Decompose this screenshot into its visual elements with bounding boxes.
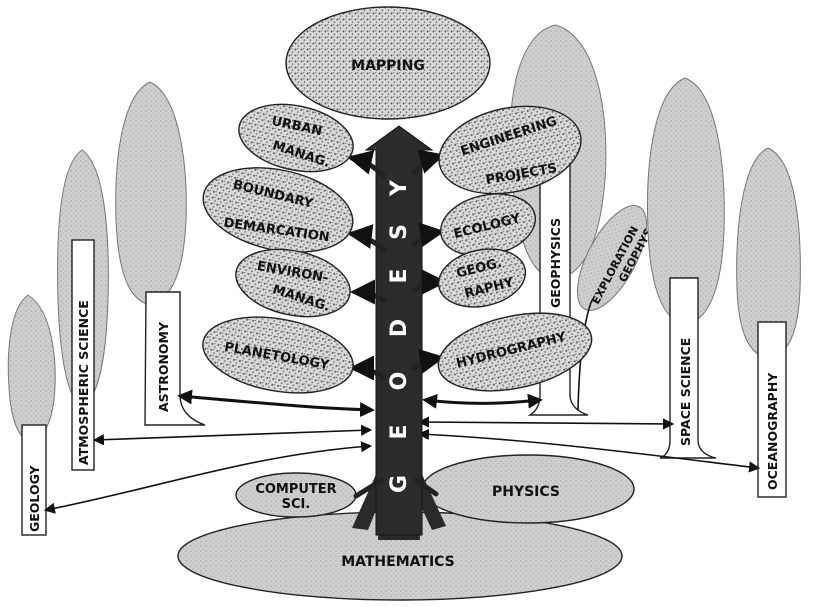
tree-atmospheric-label: ATMOSPHERIC SCIENCE: [76, 300, 91, 465]
tree-oceanography-label: OCEANOGRAPHY: [765, 372, 780, 490]
ground-mathematics: MATHEMATICS: [177, 511, 623, 601]
tree-geology-label: GEOLOGY: [27, 464, 42, 532]
urban-oval: [238, 103, 354, 173]
geodesy-letter-5: E: [387, 268, 412, 283]
mapping-label: MAPPING: [351, 58, 425, 74]
branch-engineering: [411, 149, 445, 175]
geography-oval: [437, 248, 527, 308]
arrow-geology-geodesy: [43, 441, 373, 514]
branch-hydrography: [411, 348, 445, 374]
branch-planetology: [349, 355, 387, 381]
ground-physics: PHYSICS: [421, 454, 635, 524]
canopy-mapping: MAPPING: [285, 6, 491, 120]
branch-urban: [347, 150, 387, 179]
arrow-atmospheric-geodesy: [92, 424, 373, 446]
tree-astronomy-trunk: [144, 291, 206, 426]
canopy-planetology: PLANETOLOGY: [202, 316, 354, 394]
geodesy-letter-1: G: [387, 475, 412, 493]
boundary-oval: [202, 167, 354, 253]
branch-boundary: [347, 224, 387, 253]
planetology-oval: [202, 316, 354, 394]
tree-astronomy-crown: [115, 81, 187, 306]
tree-astronomy: ASTRONOMY: [115, 81, 206, 426]
arrow-space-geodesy: [417, 416, 675, 430]
tree-geology-crown: [7, 294, 56, 441]
canopy-urban-management: URBAN MANAG.: [238, 103, 354, 173]
hydrography-oval: [437, 312, 593, 392]
tree-oceanography-trunk: [757, 321, 787, 498]
geodesy-letter-3: O: [387, 372, 412, 391]
connection-arrows: [43, 389, 761, 514]
canopy-engineering-projects: ENGINEERING PROJECTS: [438, 105, 582, 195]
branch-bottom-right: [413, 477, 439, 497]
ground-computer-science: COMPUTER SCI.: [235, 472, 357, 518]
tree-geophysics-label: GEOPHYSICS: [548, 218, 563, 308]
canopy-environ-management: ENVIRON- MANAG.: [235, 248, 351, 318]
geodesy-letter-4: D: [387, 319, 412, 337]
arrow-geophysics-geodesy: [422, 393, 543, 409]
canopy-geography: GEOG. RAPHY: [437, 248, 527, 308]
engineering-oval: [438, 105, 582, 195]
tree-space-label: SPACE SCIENCE: [678, 338, 693, 446]
computer-label-1: COMPUTER: [255, 482, 336, 497]
physics-label: PHYSICS: [492, 484, 560, 500]
mapping-oval: [285, 6, 491, 120]
tree-geology-trunk: [21, 424, 47, 536]
geodesy-trunk-group: G E O D E S Y: [347, 125, 447, 540]
branch-environ: [350, 279, 387, 305]
geodesy-letter-6: S: [387, 224, 412, 240]
arrow-astronomy-geodesy: [177, 389, 375, 418]
geodesy-letters: G E O D E S Y: [387, 179, 412, 493]
computer-label-2: SCI.: [282, 497, 311, 512]
canopy-hydrography: HYDROGRAPHY: [437, 312, 593, 392]
arrow-oceanography-geodesy: [417, 428, 761, 473]
geodesy-letter-7: Y: [387, 179, 412, 197]
branch-bottom-left: [353, 477, 385, 499]
tree-space-science: SPACE SCIENCE: [647, 77, 725, 459]
tree-oceanography: OCEANOGRAPHY: [736, 147, 801, 498]
environ-oval: [235, 248, 351, 318]
tree-astronomy-label: ASTRONOMY: [156, 321, 171, 412]
geodesy-letter-2: E: [387, 424, 412, 439]
tree-exploration-crown: [576, 205, 648, 311]
canopy-boundary-demarcation: BOUNDARY DEMARCATION: [202, 167, 354, 253]
canopy-ecology: ECOLOGY: [439, 193, 537, 257]
tree-geology: GEOLOGY: [7, 294, 56, 536]
tree-atmospheric-science: ATMOSPHERIC SCIENCE: [57, 149, 109, 471]
mathematics-label: MATHEMATICS: [341, 554, 455, 570]
branch-ecology: [411, 222, 445, 248]
